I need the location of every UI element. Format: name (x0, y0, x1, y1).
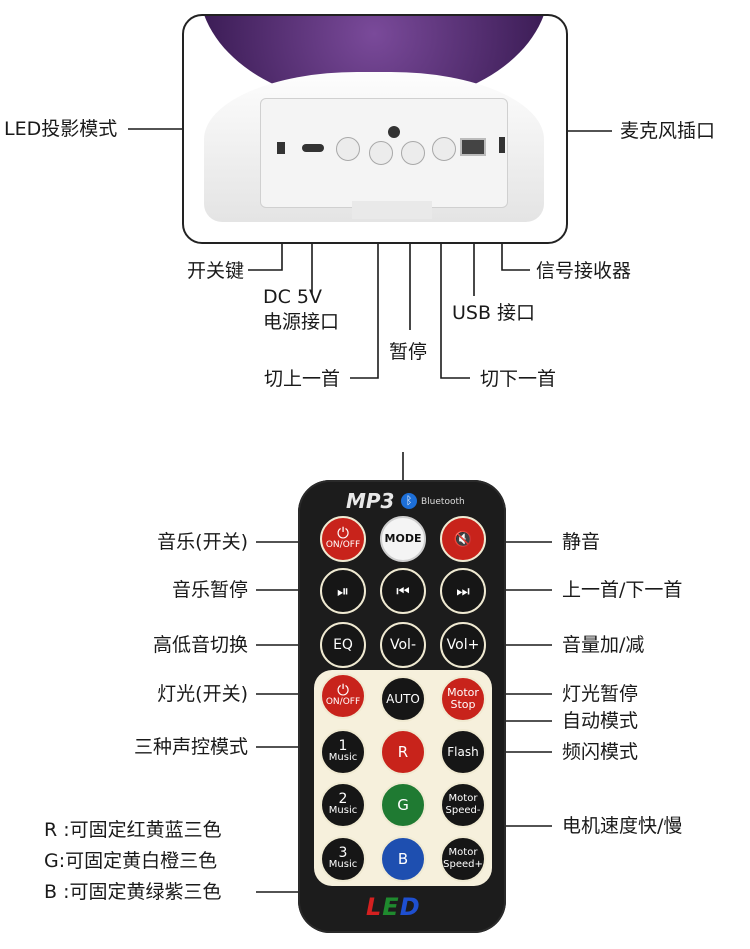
label-eq-switch: 高低音切换 (152, 634, 248, 656)
label-r-colors: R :可固定红黄蓝三色 (44, 819, 222, 841)
label-music-power: 音乐(开关) (157, 531, 248, 553)
device-foot (352, 201, 432, 219)
label-mute: 静音 (562, 531, 601, 553)
remote-led-logo: LED (366, 893, 421, 921)
label-b-colors: B :可固定黄绿紫三色 (44, 881, 222, 903)
mode-button[interactable]: MODE (380, 516, 426, 562)
power-icon: ⏻ (337, 681, 349, 699)
label-music-pause: 音乐暂停 (171, 579, 248, 601)
auto-button[interactable]: AUTO (380, 676, 426, 722)
device-photo (182, 14, 568, 244)
label-auto-mode: 自动模式 (562, 710, 639, 732)
mute-icon: 🔇 (453, 530, 473, 548)
label-led-projection: LED投影模式 (4, 118, 118, 140)
mic-jack (388, 126, 400, 138)
label-dc-voltage: DC 5V (263, 286, 323, 308)
label-light-power: 灯光(开关) (157, 683, 248, 705)
label-g-colors: G:可固定黄白橙三色 (44, 850, 218, 872)
label-mic-jack: 麦克风插口 (620, 120, 716, 142)
light-power-button[interactable]: ⏻ ON/OFF (320, 673, 366, 719)
music-power-button[interactable]: ⏻ ON/OFF (320, 516, 366, 562)
music-mode-1-button[interactable]: 1 Music (320, 729, 366, 775)
power-switch-port (277, 142, 285, 154)
label-motor-speed: 电机速度快/慢 (562, 815, 683, 837)
label-pause: 暂停 (389, 341, 428, 363)
previous-icon: ⏮ (396, 582, 410, 600)
motor-stop-button[interactable]: Motor Stop (440, 676, 486, 722)
green-color-button[interactable]: G (380, 782, 426, 828)
ir-receiver (499, 137, 505, 153)
play-pause-button[interactable]: ⏯ (320, 568, 366, 614)
prev-track-button[interactable]: ⏮ (380, 568, 426, 614)
next-button (432, 137, 456, 161)
volume-up-button[interactable]: Vol+ (440, 622, 486, 668)
volume-down-button[interactable]: Vol- (380, 622, 426, 668)
pause-button (401, 141, 425, 165)
music-mode-3-button[interactable]: 3 Music (320, 836, 366, 882)
next-icon: ⏭ (456, 582, 470, 600)
red-color-button[interactable]: R (380, 729, 426, 775)
music-mode-2-button[interactable]: 2 Music (320, 782, 366, 828)
label-signal-receiver: 信号接收器 (536, 260, 632, 282)
label-usb: USB 接口 (452, 302, 536, 324)
motor-speed-up-button[interactable]: Motor Speed+ (440, 836, 486, 882)
flash-button[interactable]: Flash (440, 729, 486, 775)
blue-color-button[interactable]: B (380, 836, 426, 882)
play-pause-icon: ⏯ (336, 582, 349, 600)
eq-button[interactable]: EQ (320, 622, 366, 668)
led-mode-button (336, 137, 360, 161)
label-light-pause: 灯光暂停 (562, 683, 639, 705)
dc-port (302, 144, 324, 152)
motor-speed-down-button[interactable]: Motor Speed- (440, 782, 486, 828)
label-sound-modes: 三种声控模式 (133, 736, 248, 758)
label-power-switch: 开关键 (187, 260, 245, 282)
label-next-track: 切下一首 (480, 368, 557, 390)
mute-button[interactable]: 🔇 (440, 516, 486, 562)
usb-port (460, 138, 486, 156)
power-icon: ⏻ (337, 524, 349, 542)
next-track-button[interactable]: ⏭ (440, 568, 486, 614)
label-dc-port: 电源接口 (263, 311, 340, 333)
bluetooth-icon: ᛒ (401, 493, 417, 509)
label-prev-track: 切上一首 (264, 368, 341, 390)
label-prev-next: 上一首/下一首 (562, 579, 683, 601)
prev-button (369, 141, 393, 165)
remote-brand: MP3 (346, 489, 395, 513)
label-flash-mode: 频闪模式 (562, 741, 639, 763)
label-volume: 音量加/减 (562, 634, 645, 656)
bluetooth-label: Bluetooth (421, 497, 465, 507)
